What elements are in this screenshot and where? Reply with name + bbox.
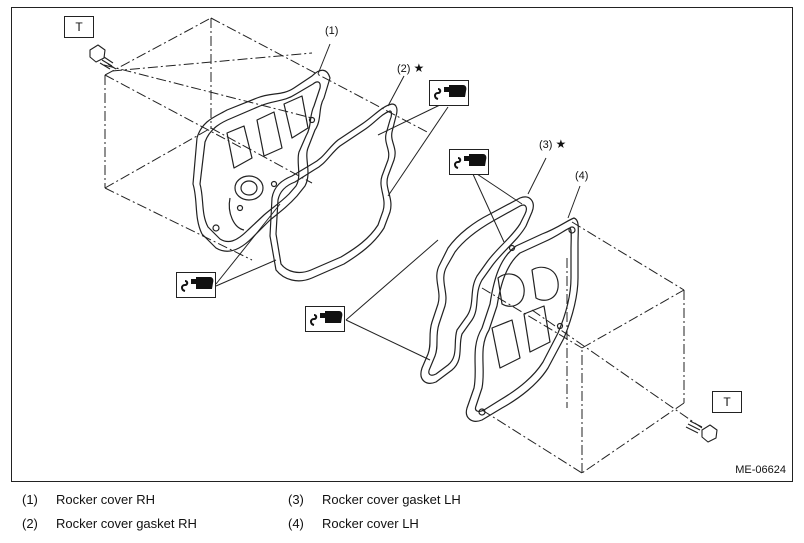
bolt-icon — [89, 44, 117, 70]
figure-code: ME-06624 — [735, 464, 786, 476]
torque-marker-rh: T — [64, 16, 94, 38]
callout-4: (4) — [575, 170, 589, 182]
bolt-icon — [685, 420, 718, 443]
legend-item: (4)Rocker cover LH — [288, 516, 419, 531]
legend-item: (1)Rocker cover RH — [22, 492, 155, 507]
lh-phantom-box — [481, 221, 703, 474]
torque-marker-lh: T — [712, 391, 742, 413]
rocker-cover-rh — [192, 69, 331, 252]
exploded-view-figure: T T (1) (2)★ (3)★ (4) ME-06624 — [11, 7, 793, 482]
star-symbol: ★ — [413, 61, 425, 75]
legend-item: (3)Rocker cover gasket LH — [288, 492, 461, 507]
callout-1: (1) — [325, 25, 339, 37]
legend-item: (2)Rocker cover gasket RH — [22, 516, 197, 531]
exploded-view-drawing — [89, 17, 718, 474]
callout-2: (2)★ — [397, 61, 425, 75]
sealant-tube-icon — [176, 272, 216, 298]
rocker-cover-gasket-rh — [269, 103, 398, 282]
star-symbol: ★ — [555, 137, 567, 151]
rocker-cover-lh — [465, 217, 579, 422]
callout-3: (3)★ — [539, 137, 567, 151]
parts-legend: (1)Rocker cover RH (2)Rocker cover gaske… — [22, 492, 782, 536]
sealant-tube-icon — [305, 306, 345, 332]
sealant-tube-icon — [449, 149, 489, 175]
leader-lines — [215, 43, 581, 361]
sealant-tube-icon — [429, 80, 469, 106]
rocker-cover-gasket-lh — [420, 196, 534, 384]
